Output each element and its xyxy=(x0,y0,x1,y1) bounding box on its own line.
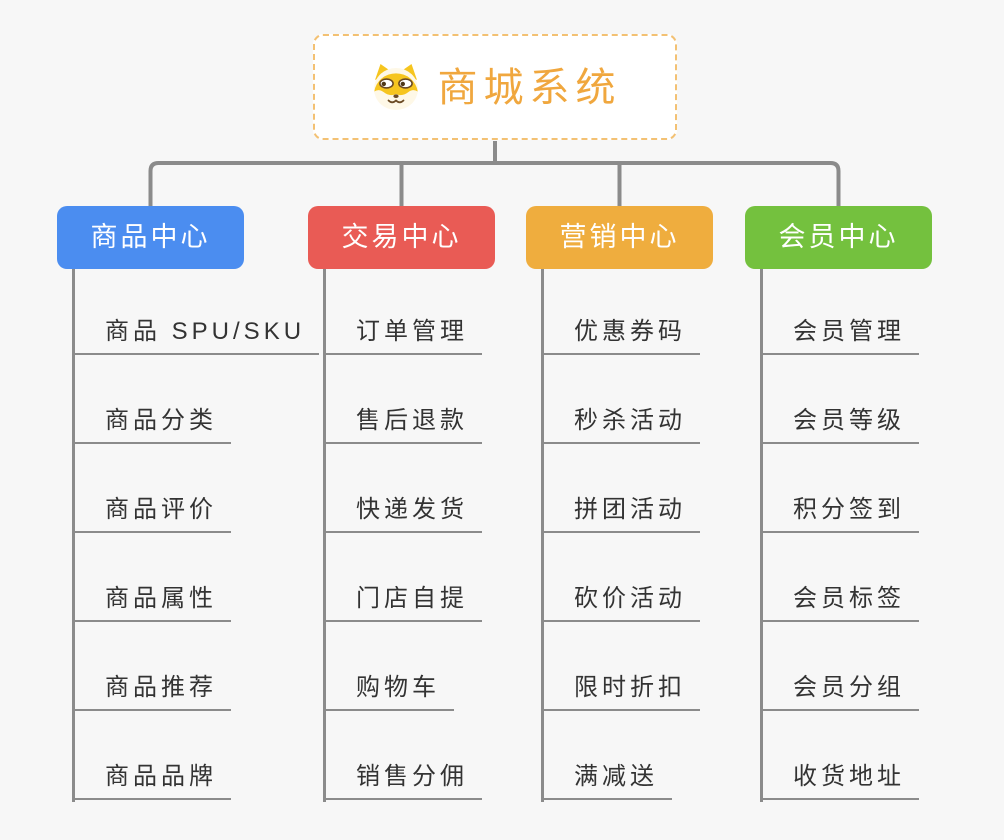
leaf-node[interactable]: 优惠券码 xyxy=(541,318,700,355)
branch-items: 订单管理 售后退款 快递发货 门店自提 购物车 销售分佣 xyxy=(323,269,482,800)
leaf-node[interactable]: 商品推荐 xyxy=(72,674,231,711)
leaf-node[interactable]: 拼团活动 xyxy=(541,496,700,533)
branch-node[interactable]: 营销中心 xyxy=(526,206,713,269)
root-node[interactable]: 商城系统 xyxy=(313,34,677,140)
leaf-row: 商品 SPU/SKU xyxy=(72,269,320,355)
branch-child-connector xyxy=(760,269,763,802)
branch-label: 交易中心 xyxy=(341,222,462,252)
leaf-node[interactable]: 商品属性 xyxy=(72,585,231,622)
leaf-node[interactable]: 快递发货 xyxy=(323,496,482,533)
leaf-row: 秒杀活动 xyxy=(541,355,700,444)
leaf-row: 会员等级 xyxy=(760,355,919,444)
shiba-dog-icon xyxy=(369,63,423,111)
leaf-node[interactable]: 会员标签 xyxy=(760,585,919,622)
leaf-row: 优惠券码 xyxy=(541,269,700,355)
root-node-title: 商城系统 xyxy=(437,66,622,110)
branch-label: 会员中心 xyxy=(778,222,899,252)
leaf-node[interactable]: 订单管理 xyxy=(323,318,482,355)
leaf-row: 会员标签 xyxy=(760,533,919,622)
leaf-row: 销售分佣 xyxy=(323,711,482,800)
leaf-node[interactable]: 积分签到 xyxy=(760,496,919,533)
branch-column: 商品中心 商品 SPU/SKU 商品分类 商品评价 商品属性 商品推荐 商品品牌 xyxy=(57,206,320,802)
leaf-row: 商品分类 xyxy=(72,355,319,444)
branch-label: 商品中心 xyxy=(90,222,211,252)
leaf-row: 限时折扣 xyxy=(541,622,700,711)
leaf-node[interactable]: 售后退款 xyxy=(323,407,482,444)
leaf-row: 满减送 xyxy=(541,711,700,800)
leaf-row: 砍价活动 xyxy=(541,533,700,622)
branch-items: 优惠券码 秒杀活动 拼团活动 砍价活动 限时折扣 满减送 xyxy=(541,269,700,800)
leaf-row: 积分签到 xyxy=(760,444,919,533)
branch-node[interactable]: 商品中心 xyxy=(57,206,244,269)
leaf-row: 售后退款 xyxy=(323,355,482,444)
trunk-line xyxy=(148,161,841,206)
branch-node[interactable]: 会员中心 xyxy=(745,206,932,269)
leaf-row: 商品评价 xyxy=(72,444,319,533)
leaf-row: 拼团活动 xyxy=(541,444,700,533)
leaf-node[interactable]: 商品评价 xyxy=(72,496,231,533)
branch-node[interactable]: 交易中心 xyxy=(308,206,495,269)
branch-column: 会员中心 会员管理 会员等级 积分签到 会员标签 会员分组 收货地址 xyxy=(745,206,932,802)
leaf-node[interactable]: 秒杀活动 xyxy=(541,407,700,444)
leaf-node[interactable]: 砍价活动 xyxy=(541,585,700,622)
leaf-node[interactable]: 商品分类 xyxy=(72,407,231,444)
leaf-node[interactable]: 会员管理 xyxy=(760,318,919,355)
leaf-node[interactable]: 满减送 xyxy=(541,763,672,800)
branch-column: 营销中心 优惠券码 秒杀活动 拼团活动 砍价活动 限时折扣 满减送 xyxy=(526,206,713,802)
leaf-node[interactable]: 收货地址 xyxy=(760,763,919,800)
branch-items: 会员管理 会员等级 积分签到 会员标签 会员分组 收货地址 xyxy=(760,269,919,800)
leaf-row: 门店自提 xyxy=(323,533,482,622)
branch-items: 商品 SPU/SKU 商品分类 商品评价 商品属性 商品推荐 商品品牌 xyxy=(72,269,320,800)
leaf-node[interactable]: 商品品牌 xyxy=(72,763,231,800)
leaf-node[interactable]: 会员等级 xyxy=(760,407,919,444)
leaf-row: 收货地址 xyxy=(760,711,919,800)
leaf-node[interactable]: 限时折扣 xyxy=(541,674,700,711)
leaf-row: 会员管理 xyxy=(760,269,919,355)
leaf-row: 商品属性 xyxy=(72,533,319,622)
branch-child-connector xyxy=(72,269,75,802)
leaf-row: 购物车 xyxy=(323,622,482,711)
leaf-row: 快递发货 xyxy=(323,444,482,533)
leaf-node[interactable]: 会员分组 xyxy=(760,674,919,711)
branch-column: 交易中心 订单管理 售后退款 快递发货 门店自提 购物车 销售分佣 xyxy=(308,206,495,802)
leaf-row: 商品推荐 xyxy=(72,622,319,711)
leaf-node[interactable]: 门店自提 xyxy=(323,585,482,622)
leaf-row: 订单管理 xyxy=(323,269,482,355)
leaf-node[interactable]: 购物车 xyxy=(323,674,454,711)
leaf-node[interactable]: 销售分佣 xyxy=(323,763,482,800)
branch-label: 营销中心 xyxy=(559,222,680,252)
leaf-node[interactable]: 商品 SPU/SKU xyxy=(72,318,320,355)
leaf-row: 会员分组 xyxy=(760,622,919,711)
branch-child-connector xyxy=(323,269,326,802)
leaf-row: 商品品牌 xyxy=(72,711,319,800)
branch-child-connector xyxy=(541,269,544,802)
